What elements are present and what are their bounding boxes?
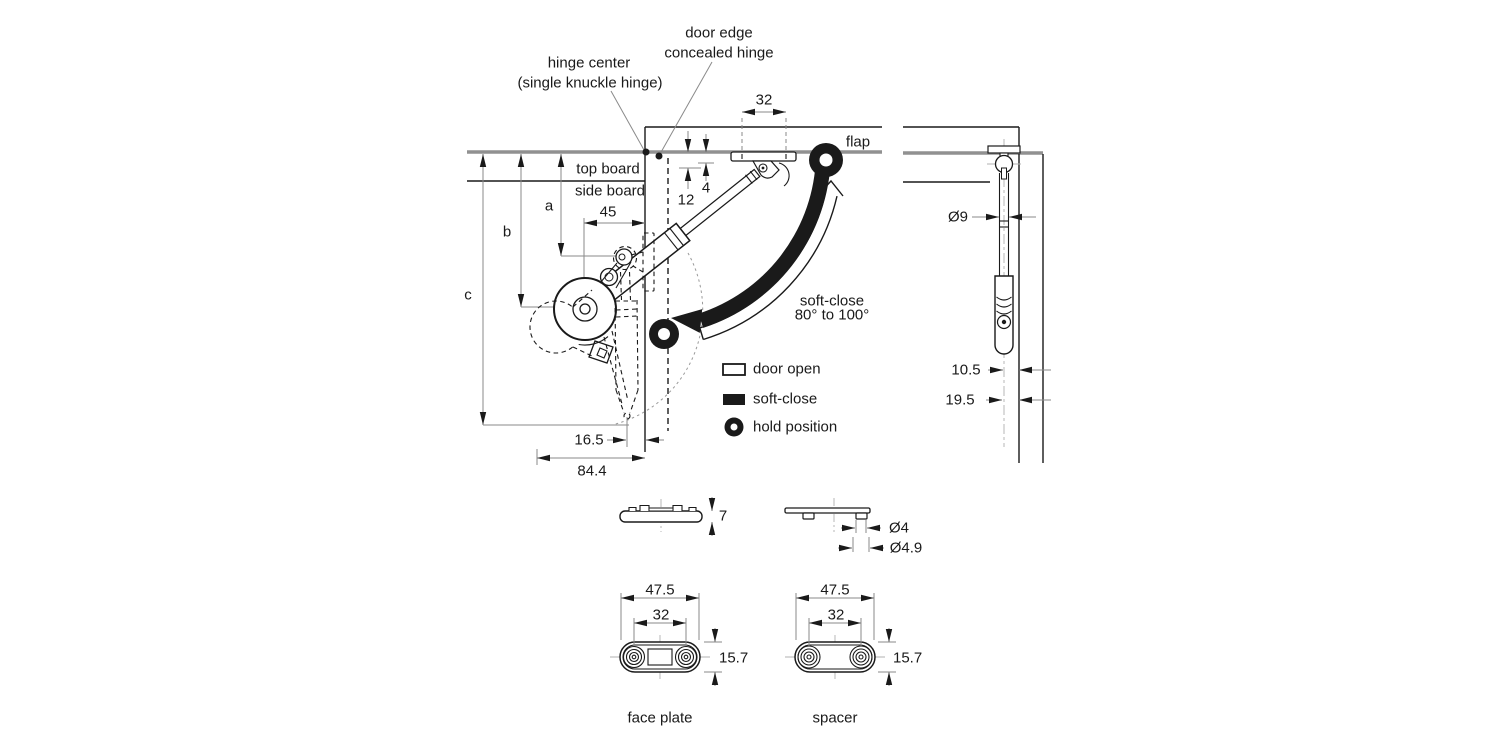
- housing-closed-dashed: [529, 300, 574, 354]
- dim-7-text: 7: [719, 508, 727, 525]
- face-plate-hole-right: [674, 645, 698, 669]
- door-edge-dot: [655, 152, 663, 160]
- spacer-label: spacer: [812, 710, 857, 727]
- dim-pivot-depths: 12 4: [678, 131, 714, 209]
- motion-arcs: soft-close 80° to 100°: [615, 143, 870, 425]
- front-view-stay: Ø9 10.5 19.5: [903, 126, 1051, 463]
- dim-45-text: 45: [600, 204, 617, 221]
- spacer-outline: [794, 641, 876, 673]
- dim-32-text: 32: [756, 92, 773, 109]
- sp-dim-15-7-text: 15.7: [893, 650, 922, 667]
- soft-close-swatch: [723, 394, 745, 405]
- face-plate-label: face plate: [627, 710, 692, 727]
- fp-dim-47-5-text: 47.5: [645, 582, 674, 599]
- dim-a-text: a: [545, 198, 554, 215]
- dim-boss-dia-text: Ø4: [889, 520, 909, 537]
- trajectory-arc-dotted: [615, 252, 704, 425]
- spacer-front-view: 47.5 32 15.7 spacer: [785, 582, 922, 727]
- dim-19-5-text: 19.5: [945, 392, 974, 409]
- door-open-arrow-outline: [699, 179, 844, 341]
- soft-close-range-label-1: soft-close: [800, 293, 864, 310]
- fp-dim-32-text: 32: [653, 607, 670, 624]
- hinge-center-label: hinge center: [548, 55, 631, 72]
- dim-b-text: b: [503, 224, 511, 241]
- face-plate-outline: [619, 641, 701, 673]
- face-plate-side-view: 7: [619, 497, 727, 536]
- top-bracket: [987, 145, 1021, 154]
- dim-10-5-text: 10.5: [951, 362, 980, 379]
- legend-door-open-label: door open: [753, 361, 821, 378]
- lower-pivot-closed-dashed: [623, 412, 631, 420]
- dim-rod-diameter-text: Ø9: [948, 209, 968, 226]
- legend: door open soft-close hold position: [722, 361, 837, 437]
- fp-dim-15-7-text: 15.7: [719, 650, 748, 667]
- soft-close-arrowhead: [671, 309, 703, 333]
- door-open-swatch: [722, 363, 746, 376]
- concealed-hinge-label: concealed hinge: [664, 45, 773, 62]
- side-board-label: side board: [575, 183, 645, 200]
- dim-84-4-text: 84.4: [577, 463, 606, 480]
- flap-label: flap: [846, 134, 870, 151]
- dim-16-5-text: 16.5: [574, 432, 603, 449]
- sp-dim-47-5-text: 47.5: [820, 582, 849, 599]
- soft-close-range-label-2: 80° to 100°: [795, 307, 870, 324]
- legend-hold-position-label: hold position: [753, 419, 837, 436]
- spacer-boss: [855, 512, 868, 520]
- dim-c-text: c: [464, 287, 472, 304]
- dim-boss-dia2-text: Ø4.9: [890, 540, 923, 557]
- stay-closed-position-dashed: [529, 232, 655, 420]
- drum-axle: [579, 303, 591, 315]
- dim-bottom-group: 16.5 84.4: [536, 417, 664, 480]
- face-plate-front-view: 47.5 32 15.7 face plate: [610, 582, 748, 727]
- callouts: hinge center (single knuckle hinge) door…: [517, 25, 870, 200]
- face-plate-profile: [619, 510, 703, 523]
- face-plate-hole-left: [622, 645, 646, 669]
- hinge-center-dot: [642, 148, 650, 156]
- spacer-side-view: Ø4 Ø4.9: [784, 498, 923, 557]
- sp-dim-32-text: 32: [828, 607, 845, 624]
- face-plate-closed-dashed: [642, 232, 655, 292]
- top-board-label: top board: [576, 161, 639, 178]
- dim-4-text: 4: [702, 180, 710, 197]
- dim-12-text: 12: [678, 192, 695, 209]
- legend-soft-close-label: soft-close: [753, 391, 817, 408]
- door-edge-label: door edge: [685, 25, 753, 42]
- hinge-center-sub-label: (single knuckle hinge): [517, 75, 662, 92]
- spacer-profile: [784, 507, 871, 514]
